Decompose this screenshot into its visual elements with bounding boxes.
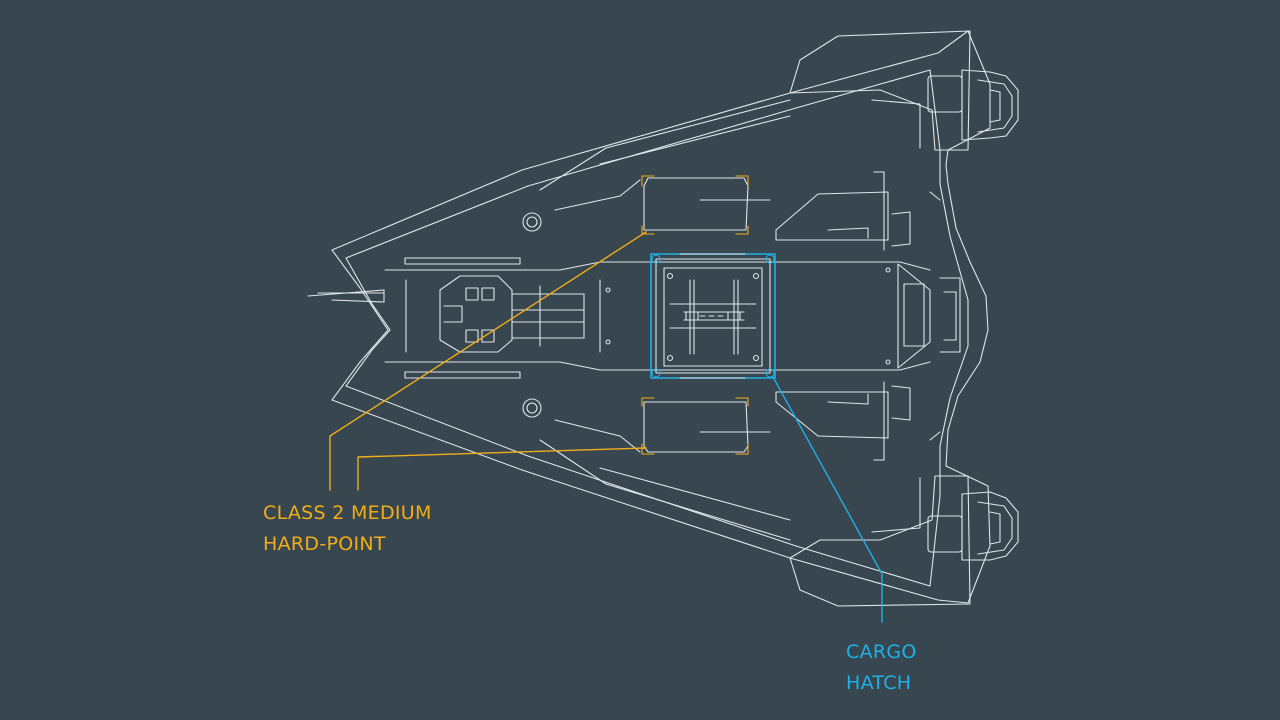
cargo-hatch — [650, 253, 776, 379]
upper-engine — [539, 30, 1019, 211]
fuselage-panels — [384, 171, 961, 461]
hardpoint-callout-label: CLASS 2 MEDIUM HARD-POINT — [263, 498, 432, 560]
hardpoint-upper — [641, 175, 749, 235]
cargo-leader-line — [772, 376, 883, 623]
hull-outline — [307, 30, 991, 604]
hardpoint-callout-line2: HARD-POINT — [263, 533, 386, 555]
lower-engine — [539, 419, 1019, 607]
cargo-callout-line2: HATCH — [846, 672, 912, 694]
cargo-callout-label: CARGO HATCH — [846, 637, 917, 699]
hardpoint-leader-lines — [329, 231, 647, 491]
hardpoint-lower — [641, 397, 749, 455]
hardpoint-callout-line1: CLASS 2 MEDIUM — [263, 502, 432, 524]
cargo-callout-line1: CARGO — [846, 641, 917, 663]
